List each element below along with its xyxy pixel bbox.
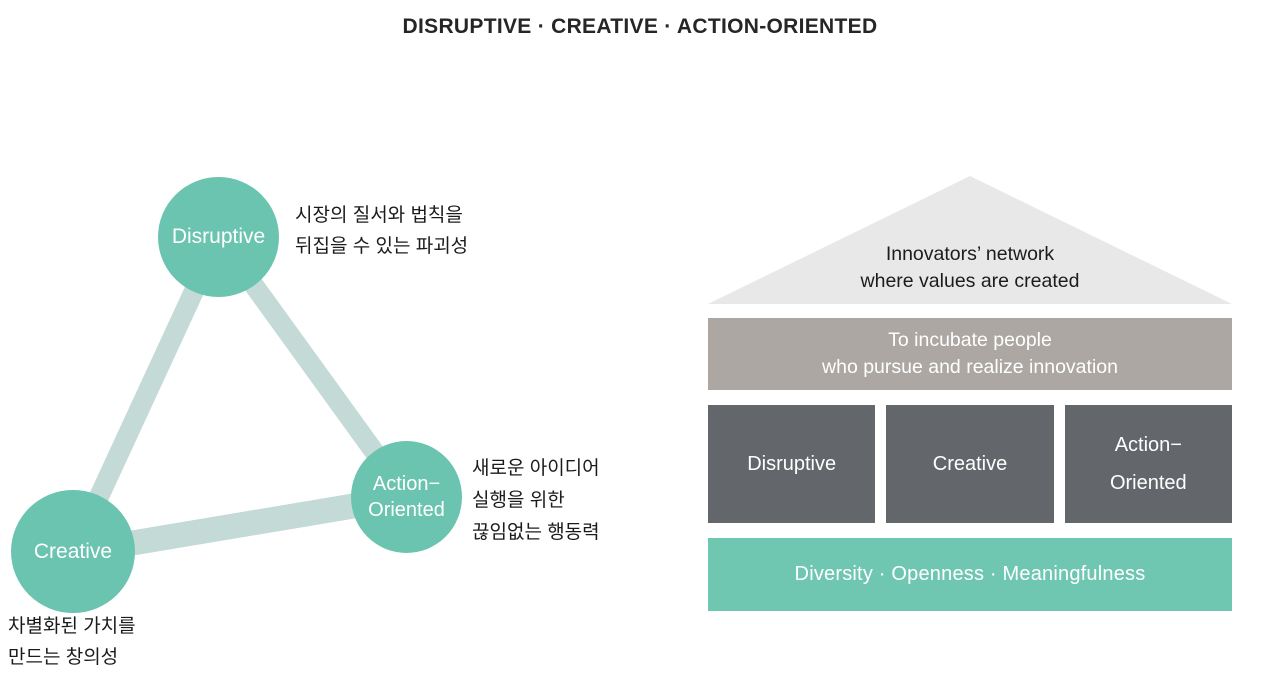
pillar-row: Disruptive Creative Action− Oriented — [708, 405, 1232, 523]
roof-text-line2: where values are created — [860, 270, 1080, 292]
disruptive-annotation-line2: 뒤집을 수 있는 파괴성 — [295, 236, 469, 257]
node-action-label-line1: Action− — [372, 473, 441, 495]
pillar-action-label-line2: Oriented — [1109, 472, 1187, 494]
creative-annotation-line2: 만드는 창의성 — [8, 647, 119, 668]
page-title: DISRUPTIVE · CREATIVE · ACTION-ORIENTED — [402, 15, 878, 38]
action-annotation-line2: 실행을 위한 — [472, 490, 565, 511]
node-disruptive-label: Disruptive — [171, 225, 266, 248]
pillar-disruptive: Disruptive — [708, 405, 876, 523]
values-bar-label: Diversity · Openness · Meaningfulness — [794, 563, 1146, 585]
disruptive-annotation: 시장의 질서와 법칙을 뒤집을 수 있는 파괴성 — [295, 200, 468, 262]
creative-annotation: 차별화된 가치를 만드는 창의성 — [8, 611, 136, 673]
node-action-oriented-label: Action− Oriented — [368, 471, 445, 523]
mission-text-line2: who pursue and realize innovation — [822, 356, 1118, 378]
node-action-oriented: Action− Oriented — [351, 441, 462, 553]
values-bar: Diversity · Openness · Meaningfulness — [708, 538, 1232, 611]
pillar-creative-label: Creative — [932, 453, 1008, 475]
pillar-action-label-line1: Action− — [1114, 434, 1182, 456]
roof-triangle: Innovators’ network where values are cre… — [708, 176, 1232, 304]
roof-text-line1: Innovators’ network — [885, 243, 1055, 265]
pillar-action-oriented: Action− Oriented — [1064, 405, 1232, 523]
node-action-label-line2: Oriented — [368, 499, 445, 521]
action-annotation-line3: 끊임없는 행동력 — [472, 522, 600, 543]
house-diagram: Innovators’ network where values are cre… — [708, 176, 1232, 612]
mission-bar: To incubate people who pursue and realiz… — [708, 318, 1232, 390]
pillar-disruptive-label: Disruptive — [747, 453, 837, 475]
disruptive-annotation-line1: 시장의 질서와 법칙을 — [295, 205, 463, 226]
action-annotation-line1: 새로운 아이디어 — [472, 458, 600, 479]
action-annotation: 새로운 아이디어 실행을 위한 끊임없는 행동력 — [472, 453, 600, 549]
mission-text-line1: To incubate people — [888, 329, 1052, 351]
node-disruptive: Disruptive — [158, 177, 279, 297]
node-creative-label: Creative — [33, 539, 113, 563]
pillar-creative: Creative — [886, 405, 1054, 523]
creative-annotation-line1: 차별화된 가치를 — [8, 616, 136, 637]
node-creative: Creative — [11, 490, 135, 613]
